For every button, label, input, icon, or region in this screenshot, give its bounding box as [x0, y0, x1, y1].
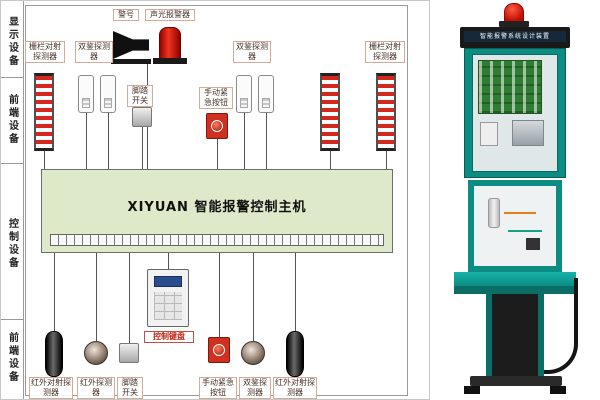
bottom-label-4: 手动紧急按钮	[199, 377, 237, 399]
siren-base	[111, 59, 151, 64]
section-label-frontend-2: 前端设备	[6, 332, 18, 384]
dual-tech-detector-icon	[236, 75, 252, 113]
connector-line	[96, 253, 97, 341]
button-cap	[213, 343, 225, 356]
fence-beam-detector-icon	[34, 73, 54, 151]
connector-line	[386, 151, 387, 169]
bottom-label-1: 红外对射探测器	[29, 377, 73, 399]
strobe-base	[153, 58, 187, 64]
alarm-system-diagram: 显示设备 前端设备 控制设备 前端设备 警号 声光报警器 栅栏对射探测器 双鉴探…	[0, 0, 430, 400]
connector-line	[142, 127, 143, 169]
alarm-control-host: XIYUAN 智能报警控制主机	[41, 169, 393, 253]
infrared-beam-detector-icon	[45, 331, 63, 377]
connector-line	[219, 253, 220, 337]
section-label-control: 控制设备	[6, 217, 18, 270]
button-cap	[211, 119, 223, 132]
strobe-beacon-icon	[159, 27, 181, 59]
bottom-label-2: 红外探测器	[77, 377, 115, 399]
connector-line	[86, 111, 87, 169]
bottom-label-3: 脚踏开关	[117, 377, 143, 399]
control-keypad	[147, 269, 189, 327]
dual-right-label: 双鉴探测器	[233, 41, 271, 63]
section-separator	[1, 319, 23, 320]
foot-switch-icon	[132, 107, 152, 127]
detector-window	[262, 98, 270, 108]
brand-plate: 智能报警系统设计装置	[464, 31, 566, 42]
cylinder-component	[488, 198, 500, 228]
emergency-button-icon	[208, 337, 230, 363]
black-component	[526, 238, 540, 250]
dual-tech-detector-icon	[100, 75, 116, 113]
section-separator	[1, 163, 23, 164]
connector-line	[44, 151, 45, 169]
keypad-keys	[154, 292, 182, 320]
detector-window	[82, 98, 90, 108]
side-strip-divider	[23, 1, 24, 399]
beacon-base	[499, 21, 529, 27]
teal-wire	[508, 230, 542, 232]
emergency-button-icon	[206, 113, 228, 139]
infrared-detector-icon	[84, 341, 108, 365]
keypad-screen	[154, 276, 182, 287]
keypad-label: 控制键盘	[144, 331, 194, 343]
connector-line	[330, 151, 331, 169]
lower-glass-window	[468, 180, 562, 272]
dual-tech-detector-icon	[258, 75, 274, 113]
infrared-beam-detector-icon	[286, 331, 304, 377]
dual-tech-detector-icon	[78, 75, 94, 113]
connector-line	[244, 111, 245, 169]
connector-line	[108, 111, 109, 169]
dual-left-label: 双鉴探测器	[75, 41, 113, 63]
bottom-label-6: 红外对射探测器	[273, 377, 317, 399]
shelf-front-edge	[454, 286, 576, 294]
host-title: XIYUAN 智能报警控制主机	[127, 200, 307, 215]
power-supply-unit	[512, 120, 544, 146]
connector-line	[217, 139, 218, 169]
connector-line	[129, 253, 130, 343]
section-label-frontend-1: 前端设备	[6, 94, 18, 146]
orange-wire	[504, 212, 536, 214]
connector-line	[168, 253, 169, 269]
beacon-light	[504, 3, 524, 23]
foot-switch-label: 脚踏开关	[127, 85, 153, 107]
connector-line	[266, 111, 267, 169]
cabinet-pedestal	[486, 294, 544, 378]
siren-label: 警号	[113, 9, 139, 21]
connector-line	[295, 253, 296, 331]
dual-tech-detector-icon	[241, 341, 265, 365]
emergency-button-label: 手动紧急按钮	[199, 87, 233, 109]
fence-left-label: 栅栏对射探测器	[25, 41, 65, 63]
detector-window	[104, 98, 112, 108]
strobe-label: 声光报警器	[145, 9, 195, 21]
bottom-label-5: 双鉴探测器	[239, 377, 271, 399]
connector-line	[253, 253, 254, 341]
fence-beam-detector-icon	[376, 73, 396, 151]
fence-beam-detector-icon	[320, 73, 340, 151]
foot-switch-icon	[119, 343, 139, 363]
cabinet-base	[470, 376, 562, 386]
section-separator	[1, 77, 23, 78]
section-label-display: 显示设备	[6, 16, 18, 68]
fence-right-label: 栅栏对射探测器	[365, 41, 405, 63]
cabinet-foot-left	[464, 386, 480, 394]
cabinet-photo: 智能报警系统设计装置	[430, 0, 600, 400]
terminal-strip	[50, 234, 384, 246]
breaker-module	[480, 122, 498, 146]
connector-line	[54, 253, 55, 331]
cabinet-foot-right	[550, 386, 566, 394]
pcb-board	[478, 60, 542, 114]
detector-window	[240, 98, 248, 108]
hanging-cable	[542, 278, 578, 374]
